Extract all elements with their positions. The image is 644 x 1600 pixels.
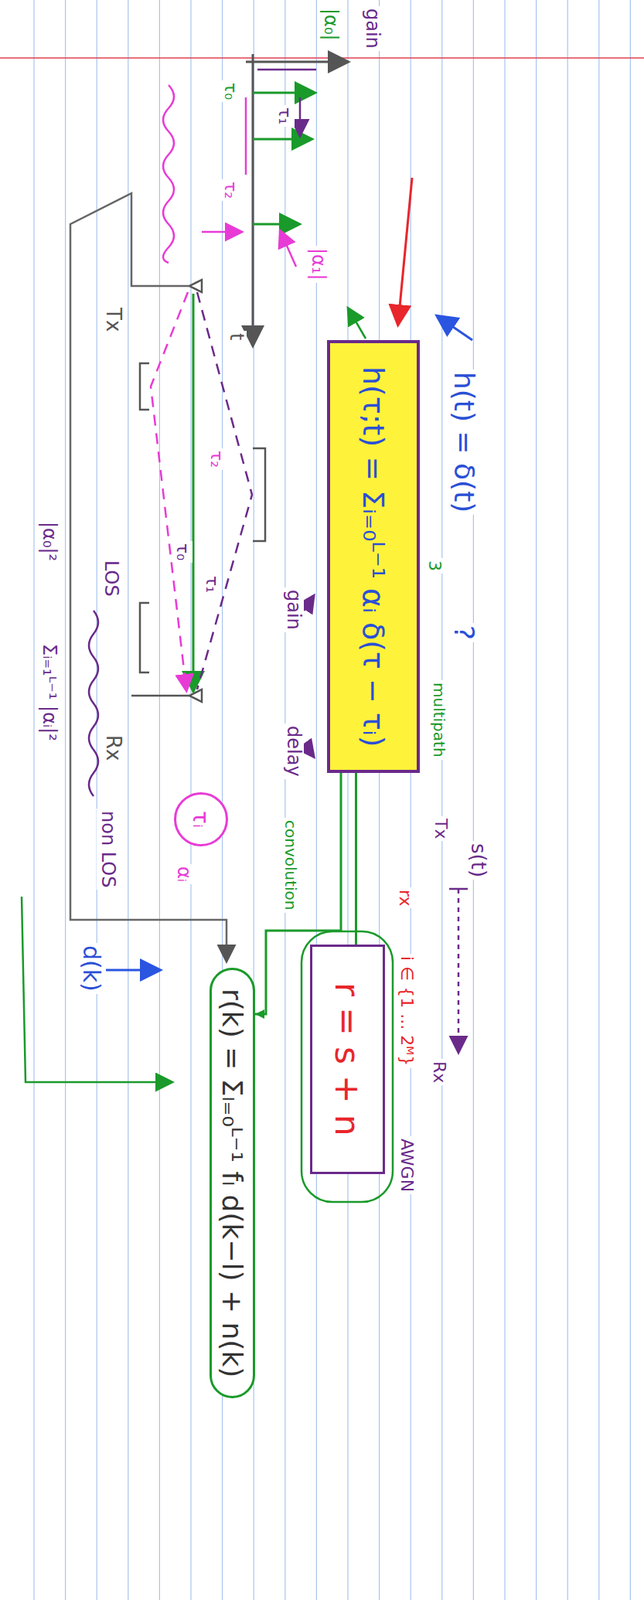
annotation-label: τ₀: [173, 541, 193, 563]
pointer-arrow: [348, 309, 366, 339]
channel-equation-box: h(τ;t) = Σᵢ₌₀ᴸ⁻¹ αᵢ δ(τ − τᵢ): [327, 340, 420, 774]
margin-line: [0, 57, 644, 59]
wavy-brace: [88, 610, 99, 797]
annotation-label: LOS: [99, 558, 122, 600]
tx-antenna: [189, 279, 202, 293]
ruled-line: [630, 0, 631, 1600]
ruled-line: [535, 0, 537, 1600]
delay-bracket: [257, 68, 317, 72]
annotation-label: d(k): [78, 943, 106, 995]
delay-bracket: [245, 97, 248, 175]
reflector: [252, 448, 266, 542]
delay-bracket: [299, 97, 302, 135]
ruled-line: [316, 0, 317, 1600]
annotation-label: τ₂: [221, 179, 241, 202]
annotation-label: AWGN: [397, 1136, 417, 1195]
annotation-label: Rx: [429, 1059, 450, 1086]
impulse-stem: [252, 92, 314, 95]
los-path: [192, 293, 195, 690]
ruled-line: [473, 0, 474, 1600]
reflector: [139, 363, 150, 410]
pointer-arrow: [105, 969, 159, 972]
pointer-arrow: [303, 596, 314, 611]
convolution-equation: r(k) = Σₗ₌₀ᴸ⁻¹ fₗ d(k−l) + n(k): [209, 967, 256, 1399]
impulse-stem: [252, 223, 298, 226]
annotation-label: t: [224, 330, 247, 343]
ruled-line: [127, 0, 129, 1600]
rx-antenna: [189, 689, 202, 702]
signal-arrow: [457, 889, 460, 1052]
node-text: r(k) = Σₗ₌₀ᴸ⁻¹ fₗ d(k−l) + n(k): [216, 988, 249, 1378]
annotation-label: αᵢ: [172, 864, 195, 885]
reflected-path: [197, 292, 253, 690]
annotation-label: gain: [361, 6, 383, 52]
annotation-label: s(t): [466, 841, 490, 880]
reflected-path: [150, 292, 188, 690]
green-bracket-arrow: [21, 896, 171, 1083]
pointer-arrow: [280, 231, 297, 267]
impulse-stem: [252, 138, 311, 141]
antenna-stem: [131, 695, 190, 698]
node-text: h(τ;t) = Σᵢ₌₀ᴸ⁻¹ αᵢ δ(τ − τᵢ): [356, 366, 391, 747]
node-text: τᵢ: [188, 810, 215, 828]
annotation-label: Tx: [431, 816, 451, 842]
arrow-head: [255, 1009, 265, 1019]
annotation-label: Σᵢ₌₁ᴸ⁻¹ |αᵢ|²: [37, 641, 60, 744]
ruled-line: [378, 0, 380, 1600]
annotation-label: delay: [282, 723, 304, 780]
annotation-label: gain: [282, 587, 304, 633]
ruled-line: [159, 0, 161, 1600]
annotation-label: τ₁: [275, 105, 295, 127]
annotation-label: τ₂: [207, 448, 227, 471]
received-signal-box: r = s + n: [310, 944, 386, 1175]
annotation-label: ?: [448, 623, 481, 643]
pointer-arrow: [438, 316, 473, 341]
highlight-ring: [301, 931, 393, 1203]
ruled-line: [598, 0, 600, 1600]
tick: [449, 888, 468, 891]
reflector: [139, 603, 150, 673]
pointer-arrow: [398, 177, 413, 324]
gain-axis: [245, 61, 347, 64]
annotation-label: rx: [395, 887, 416, 909]
ruled-line: [64, 0, 66, 1600]
annotation-label: τ₁: [202, 573, 222, 596]
delay-circle: τᵢ: [173, 792, 229, 847]
wavy-brace: [163, 85, 174, 263]
annotation-label: multipath: [429, 680, 448, 760]
annotation-label: |α₁|: [306, 245, 329, 283]
connector: [354, 773, 358, 945]
annotation-label: convolution: [281, 817, 300, 914]
ruled-line: [33, 0, 35, 1600]
ruled-lines: [34, 0, 631, 1600]
node-text: r = s + n: [327, 982, 368, 1137]
annotation-label: non LOS: [96, 808, 119, 890]
time-axis: [252, 54, 255, 345]
annotation-label: Rx: [101, 732, 125, 764]
ruled-line: [504, 0, 505, 1600]
ruled-line: [567, 0, 569, 1600]
annotation-label: |α₀|: [319, 6, 341, 44]
pointer-arrow: [303, 743, 314, 757]
pointer-arrow: [201, 231, 241, 234]
ruled-line: [441, 0, 443, 1600]
annotation-label: h(t) = δ(t): [448, 369, 481, 515]
annotation-label: 3: [425, 558, 445, 574]
annotation-label: Tx: [101, 305, 125, 334]
annotation-label: τ₀: [221, 80, 241, 103]
ruled-line: [347, 0, 348, 1600]
annotation-label: |α₀|²: [37, 519, 60, 564]
ruled-line: [410, 0, 412, 1600]
ruled-line: [96, 0, 98, 1600]
annotation-label: i ∈ {1 ... 2ᴹ}: [397, 954, 417, 1069]
